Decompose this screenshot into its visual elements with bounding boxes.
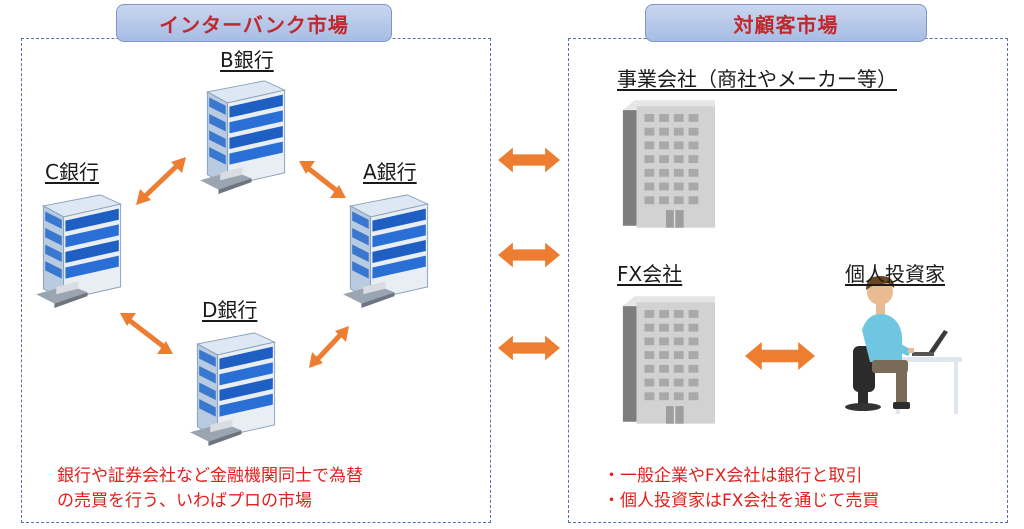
interbank-note: 銀行や証券会社など金融機関同士で為替 の売買を行う、いわばプロの市場 xyxy=(57,464,363,514)
arrow-c-d xyxy=(120,313,173,354)
bank-b-building-icon xyxy=(200,80,286,195)
bank-b-label: B銀行 xyxy=(220,48,274,72)
individual-investor-label: 個人投資家 xyxy=(845,262,945,286)
bank-a-label: A銀行 xyxy=(363,160,417,184)
bank-c-building-icon xyxy=(36,194,122,309)
bank-d-label: D銀行 xyxy=(202,298,258,322)
bank-c-label: C銀行 xyxy=(45,160,99,184)
market-arrow-bottom xyxy=(498,335,560,361)
arrow-d-a xyxy=(309,326,349,368)
customer-note-line-1: ・一般企業やFX会社は銀行と取引 xyxy=(603,466,863,486)
investor-at-desk-icon xyxy=(845,276,962,414)
market-arrow-middle xyxy=(498,242,560,268)
market-arrow-top xyxy=(498,147,560,173)
business-company-building-icon xyxy=(622,100,715,228)
fx-company-building-icon xyxy=(622,296,715,424)
customer-market-title: 対顧客市場 xyxy=(645,4,927,42)
fx-investor-arrow xyxy=(745,342,815,370)
arrow-c-b xyxy=(136,157,186,205)
business-company-label: 事業会社（商社やメーカー等） xyxy=(617,67,897,91)
interbank-market-title: インターバンク市場 xyxy=(116,4,392,42)
interbank-note-line-2: の売買を行う、いわばプロの市場 xyxy=(57,491,312,511)
customer-note: ・一般企業やFX会社は銀行と取引 ・個人投資家はFX会社を通じて売買 xyxy=(603,464,879,514)
arrow-b-a xyxy=(299,161,346,198)
bank-a-building-icon xyxy=(343,194,429,309)
interbank-note-line-1: 銀行や証券会社など金融機関同士で為替 xyxy=(57,466,363,486)
customer-note-line-2: ・個人投資家はFX会社を通じて売買 xyxy=(603,491,880,511)
fx-company-label: FX会社 xyxy=(617,262,683,286)
bank-d-building-icon xyxy=(190,332,276,447)
